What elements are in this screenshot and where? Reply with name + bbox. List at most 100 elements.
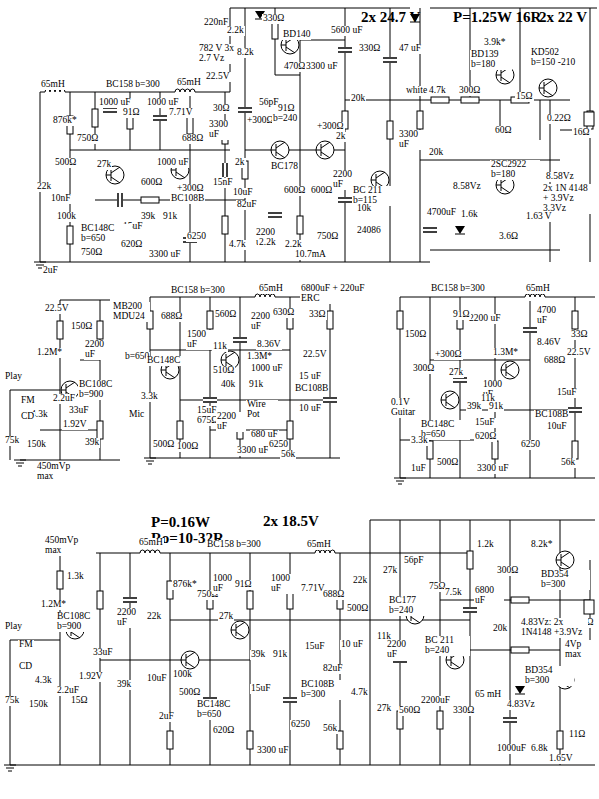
component-label: BC158 b=300: [105, 80, 161, 90]
component-label: BC108B: [294, 384, 329, 394]
component-label: 10uF: [232, 188, 254, 198]
component-label: BC158 b=300: [206, 540, 262, 550]
component-label: 620Ω: [212, 726, 235, 736]
component-label: 1.63 V: [525, 212, 553, 222]
capacitor-symbols: [93, 47, 582, 723]
component-label: 1.92V: [78, 672, 104, 682]
component-label: 10k: [356, 204, 372, 214]
component-label: 100k: [172, 670, 193, 680]
component-label: 15uF: [250, 684, 272, 694]
component-label: BD354 b=300: [524, 666, 574, 686]
component-label: BD139 b=180: [470, 50, 512, 70]
component-label: 330Ω: [452, 706, 475, 716]
component-label: 1.2k: [476, 540, 495, 550]
component-label: 2.2k: [284, 240, 303, 250]
transistor-symbols: [61, 36, 574, 689]
component-label: 1.3M*: [246, 352, 273, 362]
component-label: 8.2k*: [530, 540, 553, 550]
component-label: 91k: [488, 402, 504, 412]
component-label: 27k: [376, 704, 392, 714]
component-label: 500Ω: [152, 440, 175, 450]
component-label: 688Ω: [322, 590, 345, 600]
component-label: 15 uF: [298, 372, 322, 382]
component-label: 8.46V: [536, 338, 562, 348]
component-label: 3300 uF: [476, 464, 509, 474]
component-label: 6.8k: [530, 744, 549, 754]
component-label: 750Ω: [76, 134, 99, 144]
component-label: 82uF: [322, 664, 344, 674]
component-label: 3.9k*: [483, 38, 506, 48]
component-label: 91Ω: [452, 310, 471, 320]
component-label: 600Ω: [140, 178, 163, 188]
component-label: +300Ω: [434, 350, 463, 360]
component-label: 3.6Ω: [498, 232, 519, 242]
component-label: 60Ω: [494, 126, 513, 136]
component-label: 27k: [448, 368, 464, 378]
component-label: 600Ω: [283, 186, 306, 196]
component-label: BC148C b=650: [196, 700, 248, 720]
component-label: 75k: [4, 436, 20, 446]
resistor-symbols: [57, 21, 593, 749]
component-label: 1.2M*: [40, 600, 67, 610]
component-label: 91Ω: [234, 580, 253, 590]
component-label: 33Ω: [570, 330, 589, 340]
component-label: 500Ω: [436, 458, 459, 468]
component-label: 688Ω: [160, 312, 183, 322]
component-label: 150k: [28, 700, 49, 710]
component-label: 4.7k: [428, 86, 447, 96]
wire: [10, 520, 595, 765]
component-label: 0.22Ω: [546, 114, 572, 124]
component-label: 1.92V: [62, 420, 88, 430]
component-label: 3300 uF: [256, 746, 289, 756]
component-label: 3.3k: [410, 436, 429, 446]
wire: [40, 8, 597, 262]
component-label: 2k: [234, 158, 246, 168]
component-label: 2.2uF: [52, 394, 76, 404]
component-label: 8.2k: [236, 48, 255, 58]
component-label: 91Ω: [122, 108, 141, 118]
component-label: 8.58Vz: [545, 172, 575, 182]
component-label: BC178: [270, 162, 299, 172]
component-label: 2200 uF: [216, 412, 246, 432]
component-label: 47 uF: [398, 44, 422, 54]
component-label: 10uF: [146, 674, 168, 684]
component-label: 782 V 3x 2.7 Vz: [198, 44, 240, 64]
component-label: 688Ω: [543, 356, 566, 366]
component-label: 56pF: [403, 556, 425, 566]
component-label: 91k: [272, 650, 288, 660]
component-label: 56k: [322, 724, 338, 734]
component-label: 40k: [220, 380, 236, 390]
component-label: Wire Pot: [246, 400, 278, 420]
component-label: 15nF: [212, 178, 234, 188]
component-label: 20k: [492, 624, 508, 634]
component-label: 39k: [250, 650, 266, 660]
component-label: 65mH: [306, 540, 332, 550]
component-label: 750Ω: [316, 232, 339, 242]
component-label: FM: [20, 396, 36, 406]
component-label: 15uF: [304, 642, 326, 652]
component-label: 16Ω: [572, 128, 591, 138]
component-label: Play: [4, 622, 23, 632]
component-label: BC 211 b=240: [424, 636, 470, 656]
component-label: 5600 uF: [330, 26, 363, 36]
component-label: 15Ω: [70, 696, 89, 706]
component-label: 6250: [290, 720, 311, 730]
component-label: 630Ω: [272, 308, 295, 318]
component-label: 65 mH: [474, 690, 502, 700]
wire: [150, 297, 340, 458]
component-label: 10 uF: [298, 404, 322, 414]
component-label: 65mH: [176, 78, 202, 88]
component-label: 6250: [520, 440, 541, 450]
component-label: 500Ω: [346, 604, 369, 614]
diodes-grounds: [4, 11, 594, 771]
component-label: 450mVp max: [44, 536, 96, 556]
component-label: 1.2M*: [36, 348, 63, 358]
component-label: 4700 uF: [536, 306, 566, 326]
component-label: 2200 uF: [84, 340, 114, 360]
wire: [400, 297, 595, 478]
component-label: 100k: [56, 212, 77, 222]
component-label: 688Ω: [181, 134, 204, 144]
component-label: 6800uF + 220uF ERC: [300, 284, 384, 304]
component-label: BC108B: [170, 194, 205, 204]
component-label: 560Ω: [398, 706, 421, 716]
